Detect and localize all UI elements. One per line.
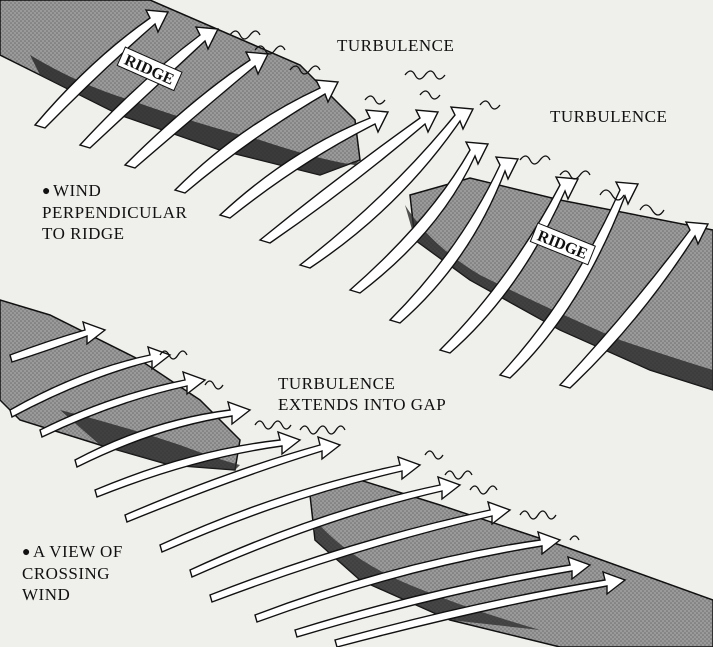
caption-crossing-wind: ●A VIEW OF CROSSING WIND	[22, 541, 123, 605]
caption-top-line1: WIND	[52, 181, 102, 200]
ridge-upper-left	[0, 0, 361, 176]
turbulence-gap-label: TURBULENCE EXTENDS INTO GAP	[278, 373, 446, 415]
caption-bottom-line1: A VIEW OF	[32, 542, 123, 561]
wind-arrows-top	[33, 9, 710, 389]
caption-wind-perpendicular: ●WIND PERPENDICULAR TO RIDGE	[42, 180, 187, 244]
caption-top-line2: PERPENDICULAR	[42, 203, 188, 222]
ridge-upper-right	[405, 177, 713, 391]
turbulence-swirls-bottom	[159, 350, 580, 541]
turbulence-label-top: TURBULENCE	[337, 36, 455, 55]
bullet-icon: ●	[42, 184, 51, 199]
caption-bottom-line3: WIND	[22, 585, 71, 604]
turbulence-gap-line1: TURBULENCE	[278, 374, 396, 393]
turbulence-label-right: TURBULENCE	[550, 107, 668, 126]
bullet-icon: ●	[22, 545, 31, 560]
caption-bottom-line2: CROSSING	[22, 564, 111, 583]
wind-arrows-bottom	[9, 320, 627, 647]
turbulence-gap-line2: EXTENDS INTO GAP	[278, 395, 447, 414]
turbulence-swirls-top	[229, 30, 665, 216]
caption-top-line3: TO RIDGE	[42, 224, 125, 243]
